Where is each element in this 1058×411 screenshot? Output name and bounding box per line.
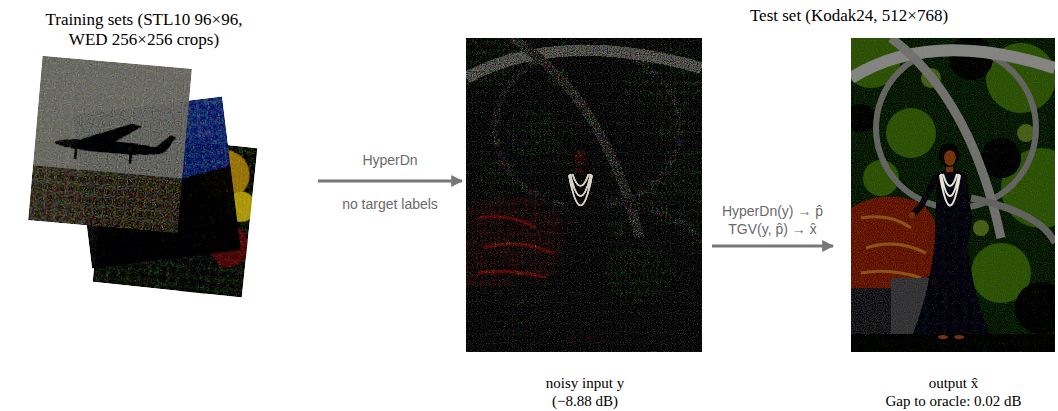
psnr-value: (−8.88 dB) <box>466 392 704 410</box>
annotation: no target labels <box>315 195 465 213</box>
flow-arrow <box>318 180 462 183</box>
image-panel: noisy input y(−8.88 dB) <box>466 36 704 411</box>
arrow-label: HyperDn <box>330 151 450 169</box>
arrow-label: HyperDn(y) → p̂ TGV(y, p̂) → x̂ <box>708 202 838 238</box>
psnr-gap: Gap to oracle: 0.02 dB <box>851 392 1056 410</box>
section-heading: Training sets (STL10 96×96, WED 256×256 … <box>26 10 262 50</box>
training-set-group: Training sets (STL10 96×96, WED 256×256 … <box>10 4 310 304</box>
image-caption: noisy input y <box>466 374 704 392</box>
section-heading: Test set (Kodak24, 512×768) <box>714 6 984 26</box>
image-panel: output x̂Gap to oracle: 0.02 dB <box>851 36 1056 411</box>
image-caption: output x̂ <box>851 374 1056 392</box>
flow-arrow <box>712 245 833 248</box>
